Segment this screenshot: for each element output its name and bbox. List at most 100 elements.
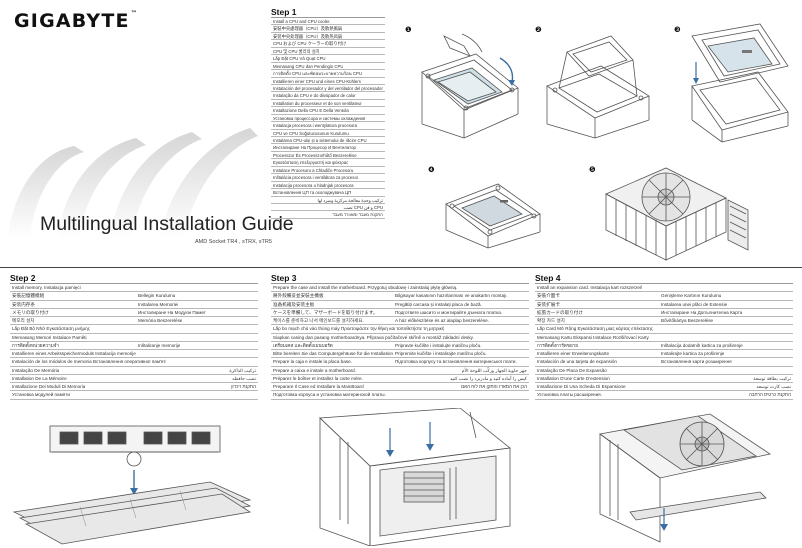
step1-row: Installieren einer CPU und eines CPU-Küh…: [271, 78, 385, 85]
step4-row: Installieren einer Erweiterungskarte Inst…: [535, 350, 793, 359]
step1-row: Instalación del procesador y del ventila…: [271, 85, 385, 93]
step1-row: CPU ve CPU Soğutucusunun Kurulumu: [271, 130, 385, 137]
step4-row: Installazione Di Una Scheda Di Espansion…: [535, 383, 793, 392]
step3-row-text: Prepare a caixa e instale a motherboard.: [273, 367, 356, 373]
step3-row: Siapkan casing dan pasang motherboardnya…: [271, 334, 529, 342]
step1-row-text: نصب CPU و فن CPU: [343, 204, 383, 210]
step2-row-text: Установка модулей памяти: [12, 392, 70, 398]
step3-row-text-col2: Pregătiți carcasa și instalați placa de …: [395, 301, 482, 307]
step4-row-text-col2: تركيب بطاقة توسعة: [753, 375, 791, 381]
step1-number-2: ❷: [535, 25, 542, 34]
step4-row-text: 安裝介面卡: [537, 293, 560, 299]
socket-open-illustration: [421, 33, 519, 139]
step1-row-text: Instalación del procesador y del ventila…: [273, 85, 383, 91]
step1-row: Inštalácia procesora i ventilátora za pr…: [271, 174, 385, 182]
step3-row: Подготовка корпуса и установка материнск…: [271, 391, 529, 400]
step2-row-text-col2: Bellegin Kurulumu: [138, 293, 176, 299]
step3-row-text-col2: Bilgisayar kasasının hazırlanması ve ana…: [395, 293, 508, 299]
step1-row-text: CPU ve CPU Soğutucusunun Kurulumu: [273, 130, 349, 136]
step1-row: Installation du processeur et de son ven…: [271, 100, 385, 108]
step3-row-text-col2: A ház előkészítése és az alaplap beszere…: [395, 318, 489, 323]
step1-row-text: Inštalácia procesora i ventilátora za pr…: [273, 175, 359, 181]
step3-row: Prepare a caixa e instale a motherboard.…: [271, 367, 529, 375]
step1-row: Instalação da CPU e do dissipador de cal…: [271, 92, 385, 100]
step1-row-text: Lắp Đặt CPU Và Quạt CPU: [273, 56, 326, 62]
step3-row-text: Подготовка корпуса и установка материнск…: [273, 392, 386, 398]
step1-row: Εγκατάσταση επεξεργαστή και ψύκτρας: [271, 159, 385, 167]
step2-row-text: 安裝記憶體模組: [12, 293, 45, 299]
step1-row-text: Instalace Procesoru a Chladiče Procesoru: [273, 167, 354, 173]
step4-row-text: การติดตั้งการ์ดขยาย: [537, 342, 578, 348]
step3-row-text: Siapkan casing dan pasang motherboardnya…: [273, 334, 474, 340]
step4-row-text: Установка платы расширения.: [537, 392, 602, 398]
gigabyte-logo: GIGABYTE™: [14, 10, 137, 32]
step4-row-text-col2: نصب کارت توسعه: [756, 384, 791, 389]
step4-row: Instalação De Placa De Expansão: [535, 367, 793, 375]
step1-row-text: Встановлення ЦП та охолоджувача ЦП: [273, 190, 352, 196]
step4-row: การติดตั้งการ์ดขยาย Inštalacija dodatnih …: [535, 342, 793, 350]
decorative-arcs: [8, 128, 258, 238]
step1-row-text: 安装中央处理器（CPU）及散热风扇: [273, 33, 343, 39]
step2-row: 安裝記憶體模組 Bellegin Kurulumu: [10, 292, 258, 301]
step1-row: تركيب وحدة معالجة مركزية ومبرد لها: [271, 197, 385, 204]
step3-row-text: Preparare Il Case ed Installare la MainB…: [273, 384, 364, 389]
step1-row-text: Εγκατάσταση επεξεργαστή και ψύκτρας: [273, 160, 349, 166]
step3-row: Préparez le boîtier et installez la cart…: [271, 375, 529, 383]
step1-row-text: تركيب وحدة معالجة مركزية ومبرد لها: [317, 197, 383, 203]
step4-row-text: Installazione Di Una Scheda Di Espansion…: [537, 384, 626, 389]
step1-row: התקנת מעבד ומאוורר מעבד: [271, 211, 385, 219]
memory-install-illustration: [12, 425, 252, 545]
step3-row-text: 케이스를 준비하고 나서 메인보드를 설치하세요.: [273, 318, 364, 323]
step3-heading: Step 3: [271, 273, 297, 283]
step3-row: Lắp bo mạch chủ vào thùng máy Προετοιμάσ…: [271, 325, 529, 334]
step4-row-text: Instalação De Placa De Expansão: [537, 367, 607, 373]
step1-row: CPU 및 CPU 쿨러의 설치: [271, 48, 385, 56]
step3-row-text: Bitte bereiten Sie das Computergehäuse f…: [273, 351, 393, 356]
step1-row-text: Instalacija procesora u hladnjak proceso…: [273, 182, 354, 188]
step2-row-text: メモリの取り付け: [12, 309, 49, 315]
step1-row-text: התקנת מעבד ומאוורר מעבד: [332, 212, 383, 218]
step4-row-text-col2: Genişleme Kartının Kurulumu: [661, 293, 722, 299]
step3-row-text: Prepare la caja e instale la placa base.: [273, 359, 352, 365]
step3-row-text-col2: کیس را آماده کنید و مادربرد را نصب کنید: [450, 375, 527, 381]
step1-row-text: Installation du processeur et de son ven…: [273, 100, 362, 106]
step1-row-text: Install a CPU and CPU cooler.: [273, 19, 331, 24]
motherboard-case-illustration: [319, 408, 511, 546]
step2-row-text: Installation De La Mémoire: [12, 375, 67, 381]
step3-row-text-col2: Підготовка корпусу та встановлення матер…: [395, 359, 517, 365]
step1-row: Инсталиране На Процесор И Вентилатор: [271, 144, 385, 152]
step2-row: Установка модулей памяти: [10, 391, 258, 400]
step1-row-text: Memasang CPU dan Pendingin CPU: [273, 63, 344, 69]
step1-number-1: ❶: [405, 25, 412, 34]
step4-row-text-col2: Instalirajte kartica za proširenje: [661, 351, 725, 356]
step3-row: 准备机箱及安装主板 Pregătiți carcasa și instalați …: [271, 301, 529, 309]
step4-row-text: 확장 카드 설치: [537, 318, 565, 323]
step1-language-table: Install a CPU and CPU cooler. 安裝中央處理器（CPU…: [271, 17, 385, 219]
step1-row-text: Инсталиране На Процесор И Вентилатор: [273, 145, 356, 151]
step1-number-4: ❹: [428, 165, 435, 174]
step4-row-text-col2: Встановлення карти розширення: [661, 359, 732, 365]
step2-row-text-col2: Instalarea Memoriei: [138, 301, 179, 307]
step3-row-text: 准备机箱及安装主板: [273, 301, 315, 307]
socket-frame-illustration: [546, 35, 650, 139]
step1-row-text: CPU 및 CPU 쿨러의 설치: [273, 48, 320, 54]
step1-row-text: การติดตั้ง CPU และพัดลมระบายความร้อน CPU: [273, 71, 362, 77]
step3-row: Bitte bereiten Sie das Computergehäuse f…: [271, 350, 529, 359]
step2-row-text: Installazione Dei Moduli Di Memoria: [12, 384, 86, 389]
step2-row-text: Lắp Đặt Bộ Nhớ Εγκατάσταση μνήμης: [12, 326, 90, 332]
step4-row-text-col2: Inštalacija dodatnih kartica za proširen…: [661, 342, 743, 348]
step4-row-text: Installieren einer Erweiterungskarte: [537, 351, 610, 356]
step1-row-text: 安裝中央處理器（CPU）及散熱風扇: [273, 26, 343, 32]
step4-row-text-col2: Инсталиране На Допълнителна Карта: [661, 309, 743, 315]
step1-row: 安裝中央處理器（CPU）及散熱風扇: [271, 25, 385, 33]
step1-heading: Step 1: [271, 7, 297, 17]
step3-language-table: Prepare the case and install the motherb…: [271, 283, 529, 400]
step1-row: نصب CPU و فن CPU: [271, 204, 385, 212]
step3-row: Prepare the case and install the motherb…: [271, 284, 529, 293]
